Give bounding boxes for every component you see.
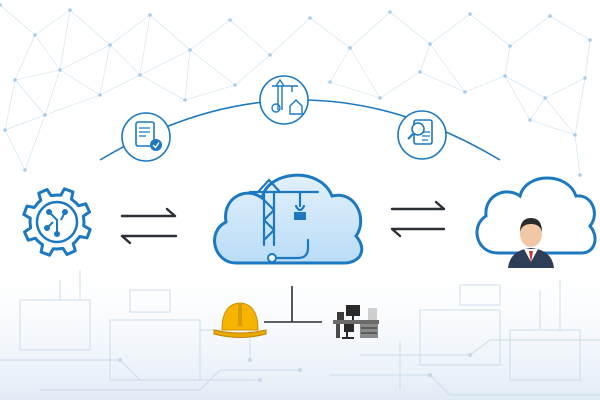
crane-gear-house-icon bbox=[259, 75, 309, 125]
document-check-icon bbox=[121, 112, 171, 162]
person-avatar-icon bbox=[508, 218, 554, 268]
document-search-icon bbox=[397, 110, 447, 160]
